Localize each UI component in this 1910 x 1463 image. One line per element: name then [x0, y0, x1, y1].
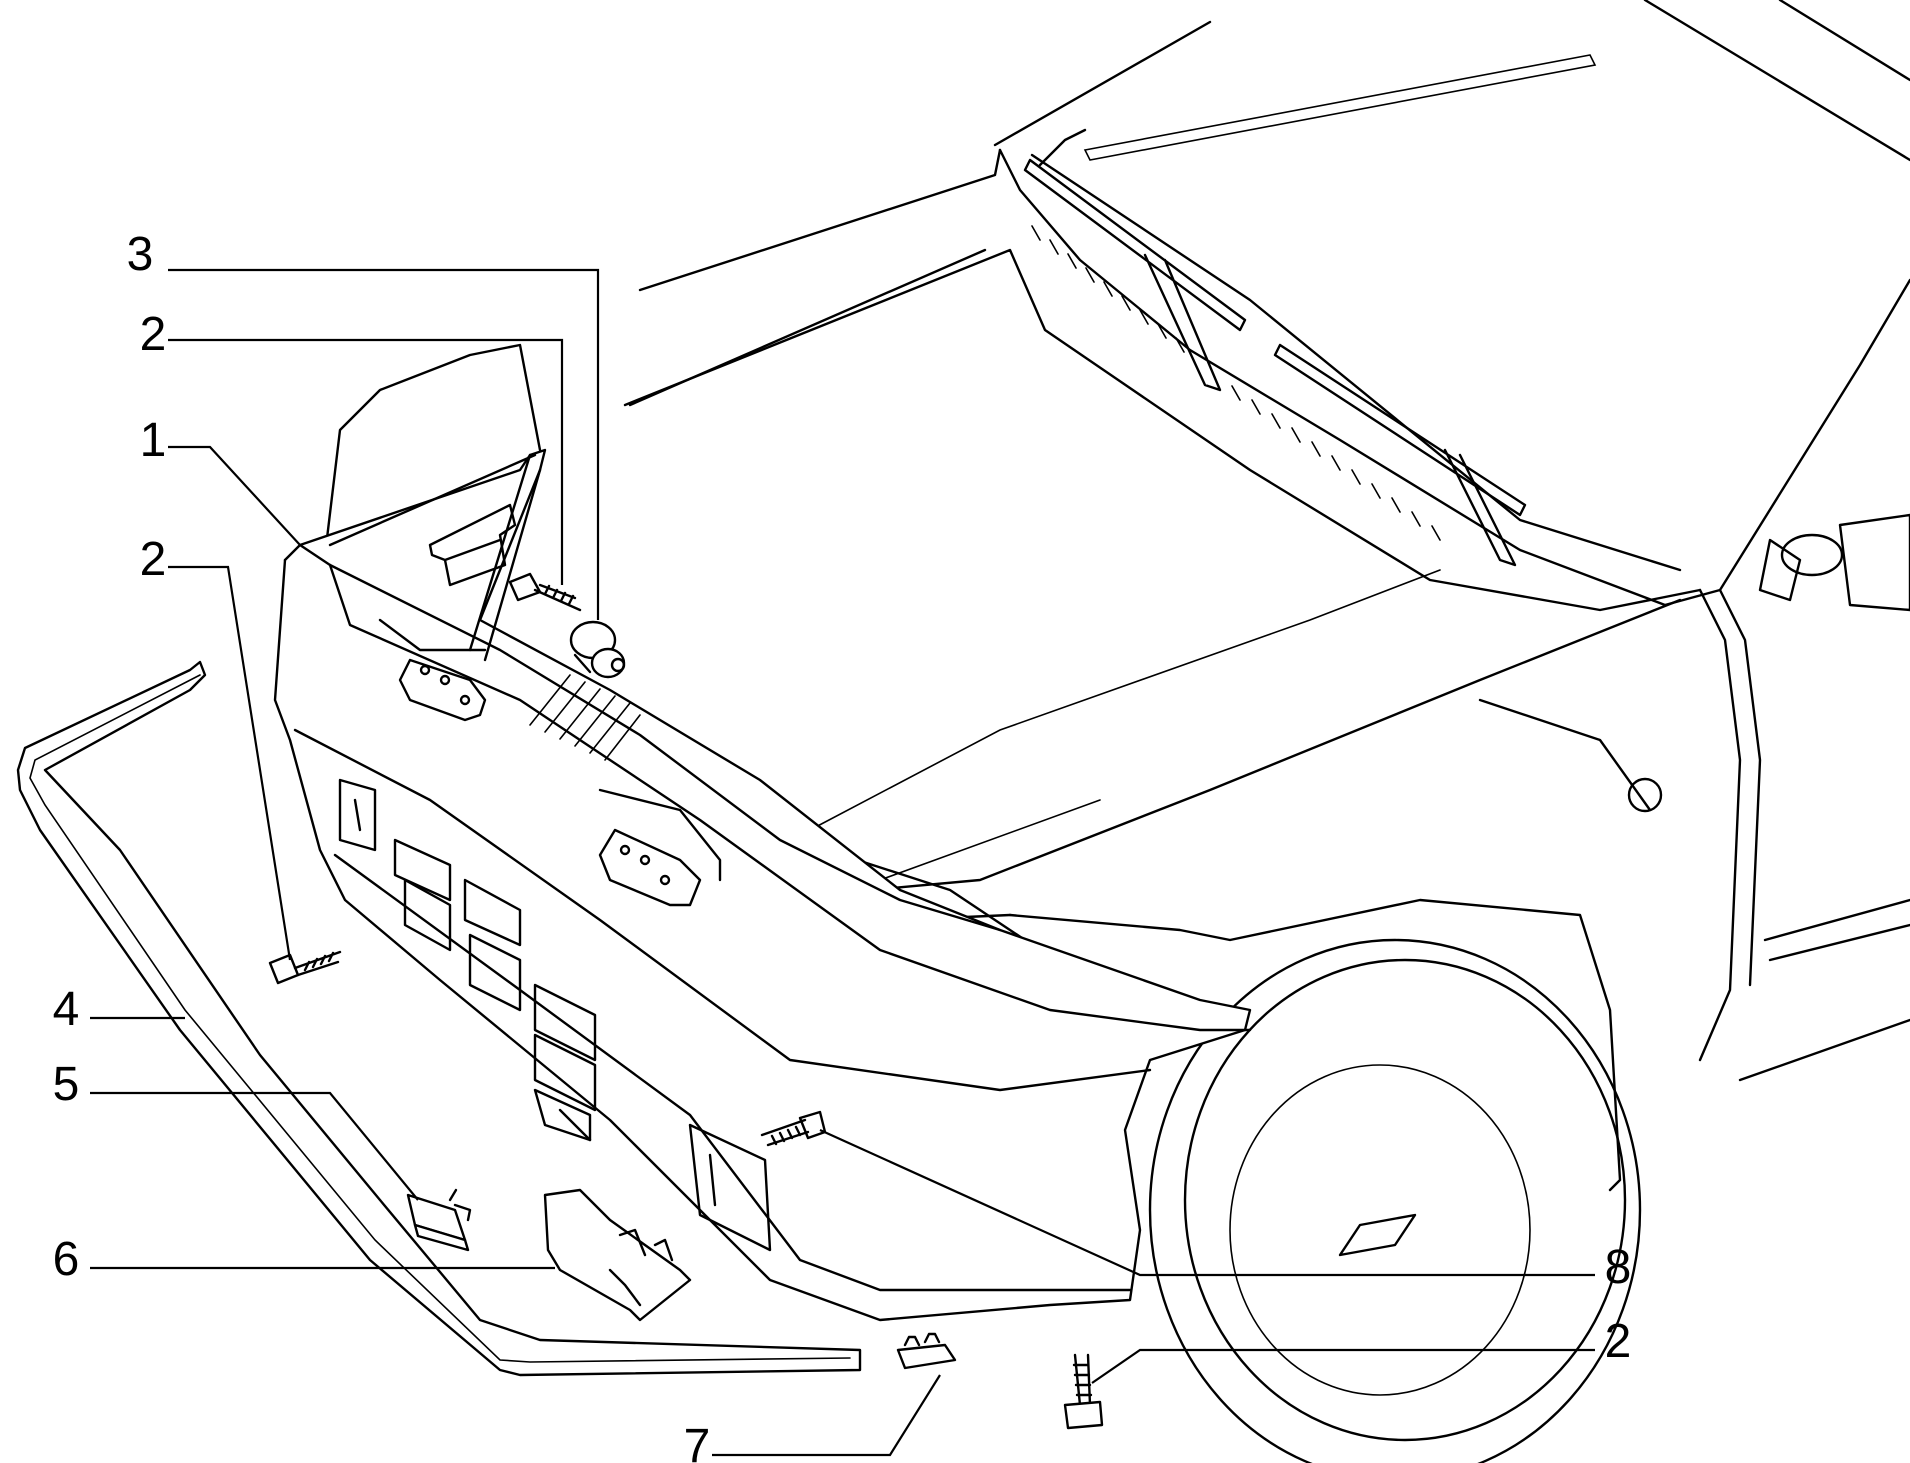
leader-7: [712, 1374, 941, 1457]
windshield-reflection: [1083, 54, 1597, 161]
callout-2-bottom: 2: [1605, 1315, 1632, 1368]
windshield-inner: [1030, 128, 1682, 572]
callout-2-upper: 2: [140, 308, 167, 361]
front-fender: [1008, 698, 1652, 1192]
callout-8: 8: [1605, 1241, 1632, 1294]
bumper-grille: [393, 838, 597, 1142]
door-line: [1738, 898, 1910, 1082]
callout-3: 3: [127, 228, 154, 281]
cowl-vents: [1031, 225, 1441, 541]
front-bumper: [273, 448, 1252, 1322]
screw-bottom: [1063, 1353, 1104, 1430]
callout-7: 7: [684, 1420, 711, 1463]
a-pillar: [1698, 588, 1762, 1062]
leader-5: [90, 1091, 419, 1201]
leader-3: [168, 268, 600, 620]
leader-1: [168, 445, 301, 546]
leader-lines: [90, 268, 1595, 1457]
wiper-left: [1023, 158, 1247, 392]
callout-labels: 3 2 1 2 4 5 6 8 2 7: [53, 228, 1632, 1463]
bumper-rubber-strip: [16, 660, 862, 1377]
leader-2b: [168, 565, 292, 961]
mounting-plate-right: [598, 828, 702, 907]
left-lamp-recess: [338, 778, 377, 852]
bumper-upper-inner: [328, 563, 1252, 1032]
bumper-shell: [273, 448, 1252, 1322]
side-mirror: [1758, 513, 1910, 612]
screw-left: [268, 950, 342, 985]
bumper-hatch: [529, 674, 641, 761]
callout-4: 4: [53, 983, 80, 1036]
bumper-step: [293, 728, 1152, 1092]
bumper-inner-top: [328, 453, 722, 882]
tow-hook-cover: [543, 1188, 692, 1322]
leader-2a: [168, 338, 564, 585]
bumper-lower-lip: [333, 853, 1132, 1292]
screw-upper: [508, 572, 582, 612]
roof-line: [1643, 0, 1910, 162]
bumper-screw: [760, 1110, 827, 1147]
right-lamp-recess: [688, 1123, 772, 1252]
hood-crease: [809, 569, 1441, 881]
small-bracket: [406, 1188, 472, 1252]
callout-2-left: 2: [140, 533, 167, 586]
leader-2c: [1091, 1348, 1595, 1384]
fuel-cap-icon: [1627, 777, 1663, 813]
leader-8: [819, 1128, 1595, 1277]
strip-inner-line: [29, 674, 851, 1363]
bumper-clip: [569, 620, 626, 679]
callout-6: 6: [53, 1233, 80, 1286]
small-clip: [896, 1332, 957, 1370]
wiper-right: [1273, 343, 1527, 567]
callout-5: 5: [53, 1058, 80, 1111]
car-body: [283, 0, 1910, 1463]
windshield-frame: [993, 20, 1910, 607]
callout-1: 1: [140, 414, 167, 467]
hood-panel: [623, 248, 1702, 902]
front-wheel: [1148, 938, 1642, 1463]
mounting-plate-left: [398, 658, 487, 722]
bumper-strut: [468, 453, 542, 662]
